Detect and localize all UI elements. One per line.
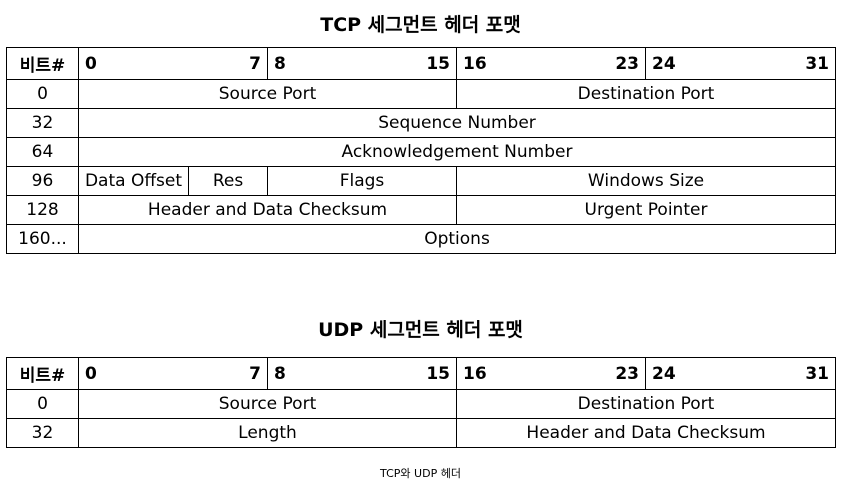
bit-end: 31	[805, 363, 829, 384]
bit-range-8-15: 8 15	[267, 357, 457, 390]
sequence-number-field: Sequence Number	[78, 108, 836, 138]
flags-field: Flags	[267, 166, 457, 196]
bit-start: 16	[463, 363, 487, 384]
figure-caption: TCP와 UDP 헤더	[380, 467, 461, 480]
options-field: Options	[78, 224, 836, 254]
bit-range-8-15: 8 15	[267, 47, 457, 80]
row-offset: 0	[6, 79, 79, 109]
table-row: 96 Data Offset Res Flags Windows Size	[6, 166, 836, 196]
row-offset: 128	[6, 195, 79, 225]
bit-end: 15	[426, 363, 450, 384]
udp-header-title: UDP 세그먼트 헤더 포맷	[318, 319, 523, 341]
table-row: 0 Source Port Destination Port	[6, 389, 836, 419]
table-row: 128 Header and Data Checksum Urgent Poin…	[6, 195, 836, 225]
table-row: 32 Sequence Number	[6, 108, 836, 138]
tcp-header-title: TCP 세그먼트 헤더 포맷	[320, 14, 521, 36]
row-offset: 32	[6, 418, 79, 448]
destination-port-field: Destination Port	[456, 79, 836, 109]
bit-end: 15	[426, 53, 450, 74]
row-offset: 96	[6, 166, 79, 196]
window-size-field: Windows Size	[456, 166, 836, 196]
length-field: Length	[78, 418, 457, 448]
bit-range-24-31: 24 31	[645, 47, 836, 80]
source-port-field: Source Port	[78, 389, 457, 419]
bit-end: 7	[249, 53, 261, 74]
table-row: 32 Length Header and Data Checksum	[6, 418, 836, 448]
bit-start: 8	[274, 53, 286, 74]
checksum-field: Header and Data Checksum	[456, 418, 836, 448]
row-offset: 64	[6, 137, 79, 167]
urgent-pointer-field: Urgent Pointer	[456, 195, 836, 225]
row-offset: 32	[6, 108, 79, 138]
bit-end: 7	[249, 363, 261, 384]
bit-end: 23	[615, 363, 639, 384]
bit-start: 24	[652, 53, 676, 74]
data-offset-field: Data Offset	[78, 166, 189, 196]
bit-end: 31	[805, 53, 829, 74]
bit-number-label: 비트#	[6, 47, 79, 80]
bit-end: 23	[615, 53, 639, 74]
source-port-field: Source Port	[78, 79, 457, 109]
row-offset: 160...	[6, 224, 79, 254]
bit-start: 16	[463, 53, 487, 74]
row-offset: 0	[6, 389, 79, 419]
reserved-field: Res	[188, 166, 268, 196]
bit-number-label: 비트#	[6, 357, 79, 390]
acknowledgement-number-field: Acknowledgement Number	[78, 137, 836, 167]
table-row: 64 Acknowledgement Number	[6, 137, 836, 167]
checksum-field: Header and Data Checksum	[78, 195, 457, 225]
bit-start: 24	[652, 363, 676, 384]
destination-port-field: Destination Port	[456, 389, 836, 419]
bit-start: 0	[85, 53, 97, 74]
table-row: 160... Options	[6, 224, 836, 254]
bit-range-24-31: 24 31	[645, 357, 836, 390]
bit-start: 0	[85, 363, 97, 384]
table-row: 0 Source Port Destination Port	[6, 79, 836, 109]
bit-start: 8	[274, 363, 286, 384]
